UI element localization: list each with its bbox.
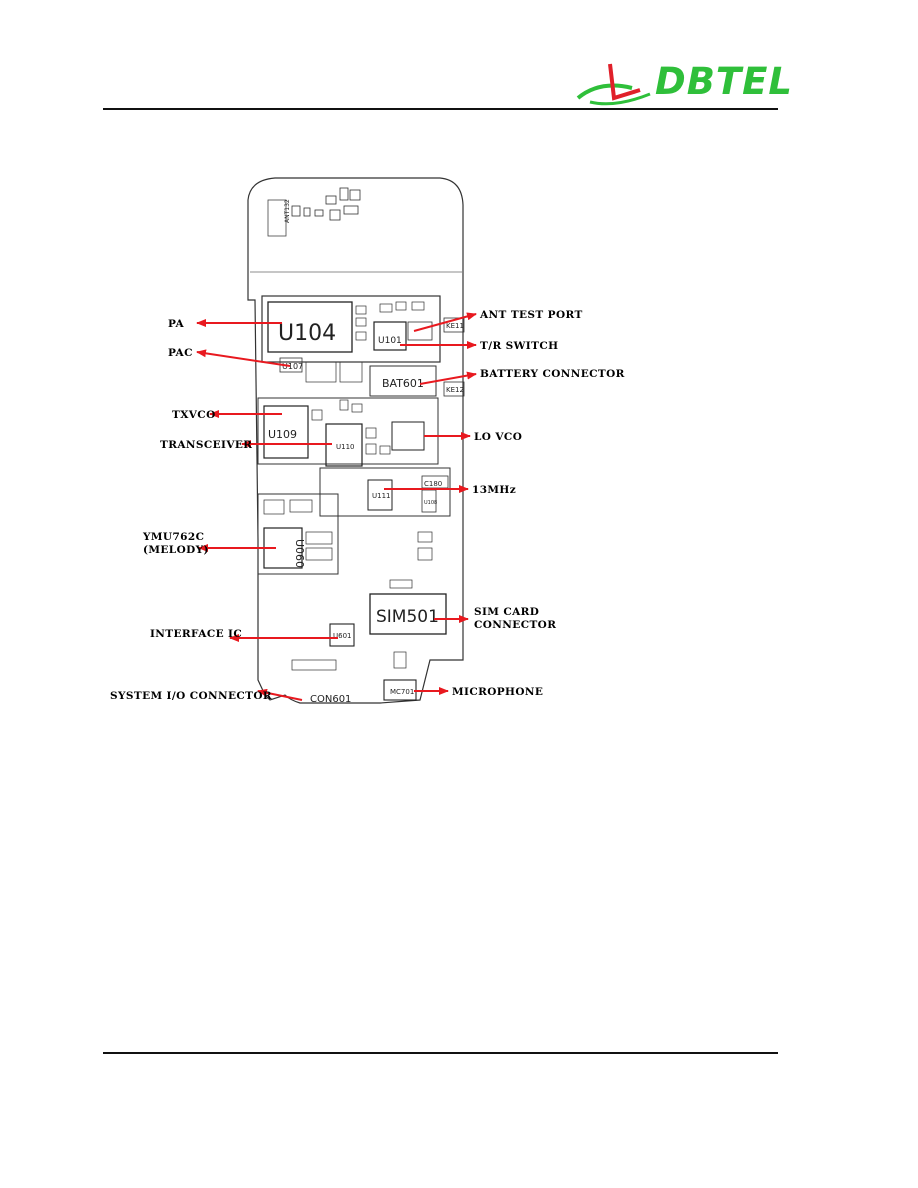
dbtel-logo [576, 63, 651, 106]
arrow-system-io [257, 688, 303, 701]
label-tr-switch: T/R SWITCH [480, 340, 558, 352]
label-txvco: TXVCO [172, 409, 216, 421]
label-pac: PAC [168, 347, 193, 359]
ref-u060: U060 [293, 539, 306, 568]
ref-con601: CON601 [310, 694, 351, 705]
transceiver-shield [257, 397, 439, 465]
melody-small-parts [263, 499, 333, 561]
label-microphone: MICROPHONE [452, 686, 543, 698]
ref-sim501: SIM501 [376, 607, 439, 627]
ref-u109: U109 [268, 428, 297, 441]
ref-bat601: BAT601 [382, 377, 424, 390]
u111-chip [367, 479, 393, 511]
top-components [291, 187, 361, 221]
label-ant-test-port: ANT TEST PORT [479, 309, 583, 321]
u101-chip [373, 321, 407, 351]
ref-mc701: MC701 [390, 688, 414, 696]
ref-u110: U110 [336, 443, 354, 451]
label-sim-card: SIM CARD [474, 606, 539, 618]
rf-small-parts [355, 301, 425, 341]
melody-region [257, 493, 339, 575]
label-13mhz: 13MHz [472, 484, 516, 496]
u109-chip [263, 405, 309, 459]
header-rule [103, 108, 778, 110]
label-sim-connector: CONNECTOR [474, 619, 556, 631]
lo-vco-part [391, 421, 425, 451]
mic-part [393, 651, 407, 669]
ant-test-port-part [407, 321, 433, 341]
label-melody: (MELODY) [143, 544, 209, 556]
ref-u104: U104 [278, 321, 336, 346]
label-battery-connector: BATTERY CONNECTOR [480, 368, 625, 380]
ref-c180: C180 [424, 480, 442, 488]
ref-ke11: KE11 [446, 322, 464, 330]
u601-chip [329, 623, 355, 647]
ref-ant: ANT132 [284, 199, 291, 223]
label-pa: PA [168, 318, 185, 330]
ref-u111: U111 [372, 492, 390, 500]
clock-region [319, 467, 451, 517]
arrow-pac [196, 349, 291, 367]
u104-chip [267, 301, 353, 353]
ref-u108: U108 [424, 500, 437, 506]
ref-u101: U101 [378, 336, 402, 346]
ant-region [267, 199, 287, 237]
sim501-connector [369, 593, 447, 635]
io-pads [291, 659, 337, 671]
ke11-pad [443, 317, 465, 333]
ref-u601: U601 [333, 632, 351, 640]
ke12-pad [443, 381, 465, 397]
footer-rule [103, 1052, 778, 1054]
label-transceiver: TRANSCEIVER [160, 439, 252, 451]
label-system-io-connector: SYSTEM I/O CONNECTOR [110, 690, 272, 702]
arrow-ant-test-port [413, 312, 477, 332]
ref-ke12: KE12 [446, 386, 464, 394]
callout-arrows [196, 312, 477, 701]
label-ymu762c: YMU762C [142, 531, 204, 543]
pac-row-parts [305, 361, 363, 383]
ref-u107: U107 [282, 362, 303, 371]
transceiver-small-parts [311, 399, 391, 455]
logo-wordmark: DBTEL [655, 60, 794, 103]
arrow-battery-connector [419, 371, 477, 385]
mid-small-parts [389, 531, 433, 589]
label-lo-vco: LO VCO [474, 431, 522, 443]
label-interface-ic: INTERFACE IC [150, 628, 242, 640]
